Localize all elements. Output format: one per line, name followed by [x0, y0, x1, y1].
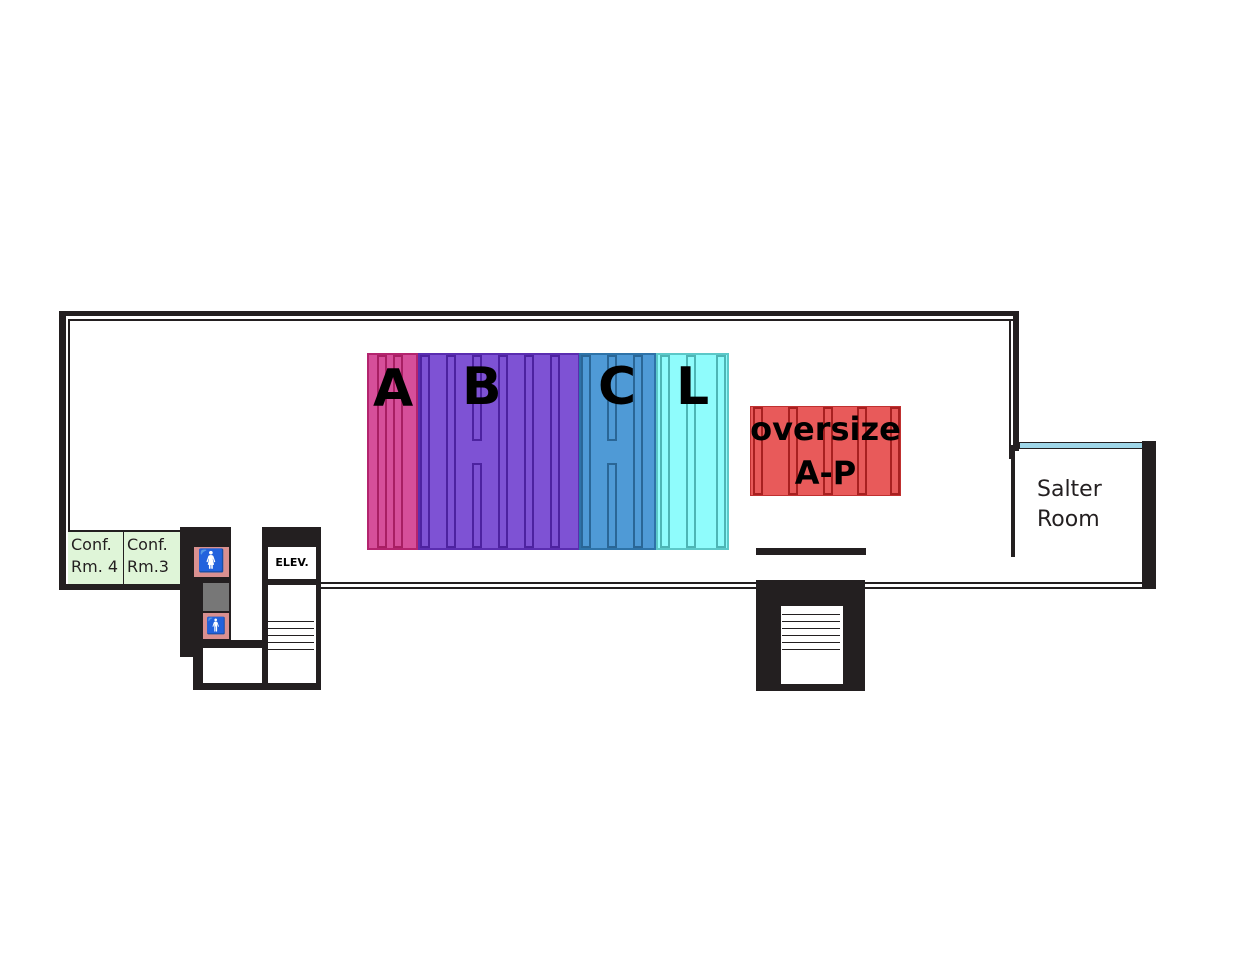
oversize-label-line2: A-P — [794, 454, 857, 492]
section-label-c: C — [598, 357, 637, 417]
restroom-upper[interactable]: 🚺 — [194, 547, 229, 577]
south-wall-west — [59, 584, 184, 590]
north-wall — [59, 311, 1019, 316]
restroom-lower[interactable]: 🚹 — [203, 613, 229, 639]
salter-west-wall — [1011, 445, 1015, 557]
salter-line2: Room — [1037, 507, 1100, 532]
salter-east-wall — [1142, 441, 1156, 589]
elevator[interactable]: ELEV. — [268, 547, 316, 579]
section-label-b: B — [462, 357, 502, 417]
section-label-l: L — [676, 357, 710, 417]
conf4-line2: Rm. 4 — [71, 557, 119, 576]
conference-room-4[interactable]: Conf. Rm. 4 — [68, 530, 124, 584]
salter-line1: Salter — [1037, 477, 1102, 502]
section-label-a: A — [373, 359, 414, 419]
oversize-section[interactable] — [750, 406, 901, 496]
restroom-men-icon: 🚹 — [206, 616, 226, 635]
stack-section-a[interactable] — [367, 353, 418, 550]
south-wall-east — [864, 582, 1156, 584]
stack-section-b[interactable] — [418, 353, 580, 550]
oversize-label-line1: oversize — [750, 410, 901, 448]
stack-section-c[interactable] — [579, 353, 656, 550]
salter-window — [1019, 442, 1143, 449]
south-wall-east2 — [864, 587, 1156, 589]
stack-section-l[interactable] — [656, 353, 729, 550]
stairs-icon — [268, 615, 314, 653]
south-wall-mid — [320, 582, 756, 584]
restroom-women-icon: 🚺 — [197, 549, 226, 574]
core-gray — [203, 583, 229, 611]
elevator-label: ELEV. — [275, 556, 309, 569]
salter-room[interactable]: Salter Room — [1025, 475, 1135, 545]
east-wall-upper — [1013, 311, 1019, 451]
conf3-line2: Rm.3 — [127, 557, 169, 576]
north-wall-inner — [68, 319, 1013, 321]
conf4-line1: Conf. — [71, 535, 112, 554]
conf3-line1: Conf. — [127, 535, 168, 554]
center-stair-landing — [756, 548, 866, 555]
west-wall-inner — [68, 319, 70, 584]
center-stairs — [782, 608, 840, 656]
south-wall-mid2 — [320, 587, 756, 589]
east-wall-inner — [1009, 319, 1011, 459]
conference-room-3[interactable]: Conf. Rm.3 — [124, 530, 180, 584]
west-wall — [59, 311, 66, 590]
